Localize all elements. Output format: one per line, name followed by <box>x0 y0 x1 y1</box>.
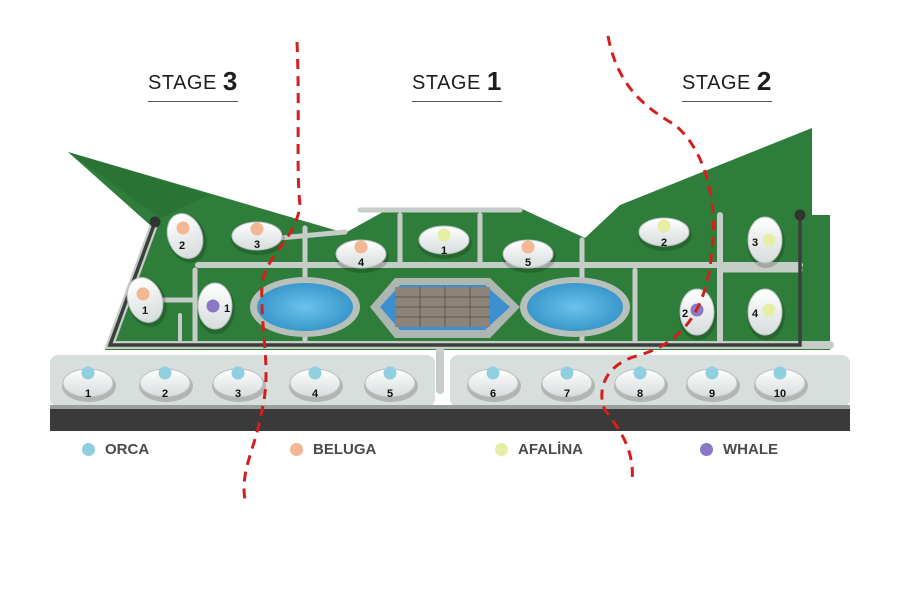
orca-villa-number: 5 <box>387 388 393 400</box>
afalina-swatch <box>495 443 508 456</box>
legend-label: ORCA <box>105 441 150 458</box>
orca-marker <box>705 366 719 380</box>
road <box>50 407 850 431</box>
orca-villa-icon: 3 <box>212 366 266 402</box>
beluga-villa-icon: 5 <box>502 239 556 273</box>
whale-marker <box>206 299 220 313</box>
orca-villa-number: 9 <box>709 388 715 400</box>
legend-orca: ORCA <box>82 441 149 458</box>
whale-villa-number: 2 <box>682 308 688 320</box>
afalina-villa-icon: 1 <box>418 225 472 259</box>
beluga-marker <box>176 221 190 235</box>
beluga-villa-icon: 2 <box>166 213 207 263</box>
afalina-villa-number: 1 <box>441 245 447 257</box>
beluga-villa-icon: 4 <box>335 239 389 273</box>
orca-villa-number: 2 <box>162 388 168 400</box>
orca-villa-icon: 9 <box>686 366 740 402</box>
afalina-villa-number: 2 <box>661 237 667 249</box>
orca-villa-icon: 8 <box>614 366 668 402</box>
orca-villa-icon: 4 <box>289 366 343 402</box>
stage-word: STAGE <box>682 72 751 94</box>
orca-swatch <box>82 443 95 456</box>
stage-number: 1 <box>486 66 502 96</box>
pool-icon <box>527 283 623 331</box>
villa-body <box>231 221 283 251</box>
orca-marker <box>231 366 245 380</box>
orca-marker <box>486 366 500 380</box>
legend-afalina: AFALİNA <box>495 441 583 458</box>
orca-villa-icon: 5 <box>364 366 418 402</box>
afalina-villa-icon: 3 <box>747 216 785 268</box>
orca-marker <box>383 366 397 380</box>
afalina-marker <box>762 233 776 247</box>
beluga-marker <box>521 240 535 254</box>
legend-whale: WHALE <box>700 441 778 458</box>
orca-marker <box>158 366 172 380</box>
walkway-end-left <box>149 216 161 228</box>
beluga-marker <box>250 222 264 236</box>
orca-villa-number: 7 <box>564 388 570 400</box>
afalina-villa-icon: 4 <box>747 288 785 340</box>
afalina-marker <box>657 219 671 233</box>
beluga-villa-number: 3 <box>254 239 260 251</box>
orca-marker <box>81 366 95 380</box>
afalina-villa-icon: 2 <box>638 217 692 251</box>
legend-label: BELUGA <box>313 441 377 458</box>
road-shoulder <box>50 405 850 409</box>
orca-villa-icon: 10 <box>754 366 808 402</box>
orca-villa-number: 10 <box>774 388 786 400</box>
orca-villa-icon: 2 <box>139 366 193 402</box>
stage-boundary-left <box>242 41 302 501</box>
green-land-wedge <box>68 152 210 218</box>
orca-villa-icon: 6 <box>467 366 521 402</box>
beluga-villa-number: 4 <box>358 257 365 269</box>
beluga-villa-number: 1 <box>142 305 148 317</box>
stage-number: 3 <box>222 66 238 96</box>
orca-villa-number: 3 <box>235 388 241 400</box>
orca-villa-icon: 7 <box>541 366 595 402</box>
legend-label: WHALE <box>723 441 778 458</box>
villa-body <box>502 239 554 269</box>
beluga-marker <box>136 287 150 301</box>
villa-body <box>335 239 387 269</box>
orca-marker <box>560 366 574 380</box>
legend-label: AFALİNA <box>518 441 583 458</box>
legend-beluga: BELUGA <box>290 441 376 458</box>
orca-villa-number: 4 <box>312 388 319 400</box>
afalina-marker <box>437 228 451 242</box>
whale-swatch <box>700 443 713 456</box>
orca-villa-number: 8 <box>637 388 643 400</box>
whale-villa-number: 1 <box>224 303 230 315</box>
stage-boundary-right <box>600 35 715 483</box>
orca-marker <box>633 366 647 380</box>
walkway-end-right <box>794 209 806 221</box>
orca-villa-icon: 1 <box>62 366 116 402</box>
beluga-villa-number: 5 <box>525 257 531 269</box>
afalina-villa-number: 4 <box>752 308 759 320</box>
whale-villa-icon: 1 <box>197 282 235 334</box>
stage-number: 2 <box>756 66 772 96</box>
stage-word: STAGE <box>148 72 217 94</box>
afalina-marker <box>762 303 776 317</box>
afalina-villa-number: 3 <box>752 237 758 249</box>
pool-icon <box>257 283 353 331</box>
beluga-villa-icon: 3 <box>231 221 285 255</box>
beluga-marker <box>354 240 368 254</box>
beluga-villa-number: 2 <box>179 240 185 252</box>
villa-body <box>166 213 204 259</box>
beluga-villa-icon: 1 <box>126 277 167 327</box>
stage-word: STAGE <box>412 72 481 94</box>
central-building-details <box>395 287 490 327</box>
orca-villa-number: 6 <box>490 388 496 400</box>
orca-marker <box>308 366 322 380</box>
orca-villa-number: 1 <box>85 388 91 400</box>
beluga-swatch <box>290 443 303 456</box>
orca-marker <box>773 366 787 380</box>
